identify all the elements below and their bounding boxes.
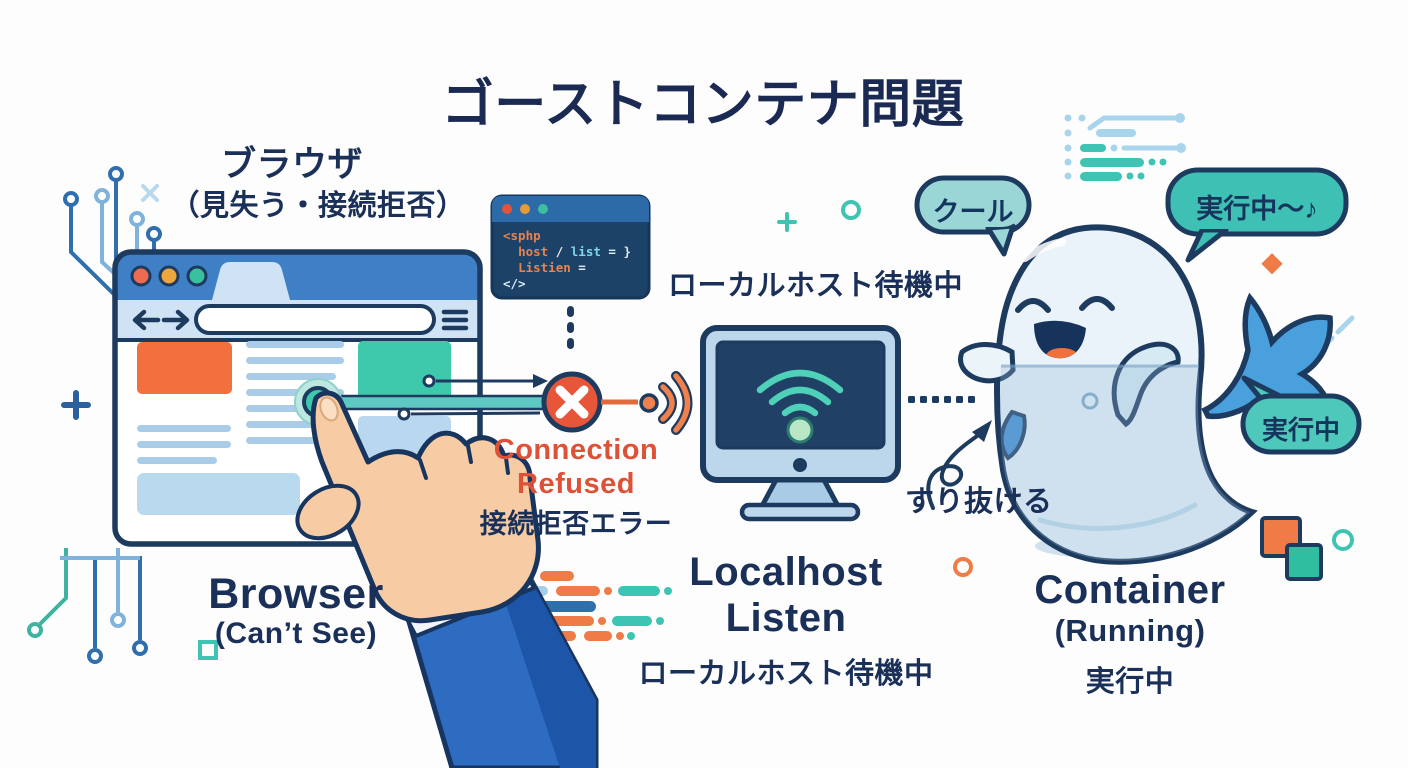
code-line-2a: host [518,244,556,259]
page-footer-block [137,473,300,515]
back-arrow-icon [132,309,161,331]
forward-arrow-icon [161,309,190,331]
code-line-4: </> [503,276,526,291]
eye-left [1015,298,1051,313]
whale-side-fin [999,409,1027,461]
browser-label-jp-sub: （見失う・接続拒否） [170,190,466,222]
browser-label-en: Browser [208,570,384,618]
whale-fin [1111,341,1181,428]
thumb [295,483,361,541]
speech-bubble-running-song [1165,167,1349,263]
error-text-line2: Refused [517,468,635,500]
window-dot-red [130,265,152,287]
code-line-3b: = [578,260,586,275]
hand [310,390,541,624]
page-title: ゴーストコンテナ問題 [441,76,965,134]
speech-bubble-running [1240,375,1362,455]
ghost-translucent-lower [1000,366,1250,561]
browser-label-en-sub: (Can’t See) [214,617,378,650]
localhost-label-line2: Listen [725,596,847,640]
bubble-running-text: 実行中 [1261,415,1341,445]
monitor-wifi-icon [756,369,844,417]
bubble-running-song-text: 実行中〜♪ [1196,194,1318,224]
error-text-line1: Connection [493,434,659,466]
code-line-2c: list [570,244,609,259]
code-line-1: <sphp [503,228,541,243]
code-window-dotted-connector [567,306,574,349]
container-label-sub: (Running) [1054,613,1206,648]
code-line-2d: = } [608,244,631,259]
code-line-2b: / [555,244,571,259]
slip-through-label: すり抜ける [905,486,1053,518]
code-dashes-top-right-decoration [1064,113,1186,181]
localhost-status-top: ローカルホスト待機中 [668,270,964,302]
page-hero-block [137,342,232,394]
speech-bubble-cool [914,175,1032,257]
container-label-jp: 実行中 [1085,666,1175,698]
slip-through-connector [908,396,992,510]
url-bar [194,304,436,335]
x-icon [555,385,589,419]
code-snippet-text: <sphp host / list = } Listien = </> [503,228,631,292]
fingernail [319,396,339,422]
pointer-hand [295,390,599,768]
squares-decoration [1260,516,1323,581]
circuit-bottom-left-decoration [27,548,218,664]
code-snippet-window [490,194,651,349]
connection-lines [328,374,548,421]
curvy-arrow [926,432,982,510]
window-dot-green [186,265,208,287]
page-teal-block [358,341,451,410]
bubble-cool-text: クール [932,197,1014,227]
browser-label-jp: ブラウザ [220,145,364,184]
whale-arm [958,342,1016,384]
hamburger-menu-icon [441,309,469,331]
wifi-signal-icon [639,371,693,435]
localhost-monitor [700,325,901,522]
localhost-label-line1: Localhost [689,550,883,594]
ghost-whale-character [958,224,1334,565]
whale-face [1015,296,1115,359]
container-label: Container [1034,568,1226,612]
window-dot-yellow [158,265,180,287]
eye-right [1079,296,1115,311]
connection-refused-error-icon [541,371,638,433]
browser-tab [212,262,290,300]
localhost-label-jp: ローカルホスト待機中 [638,658,934,690]
code-line-3a: Listien [518,260,579,275]
error-text-jp: 接続拒否エラー [479,509,673,539]
